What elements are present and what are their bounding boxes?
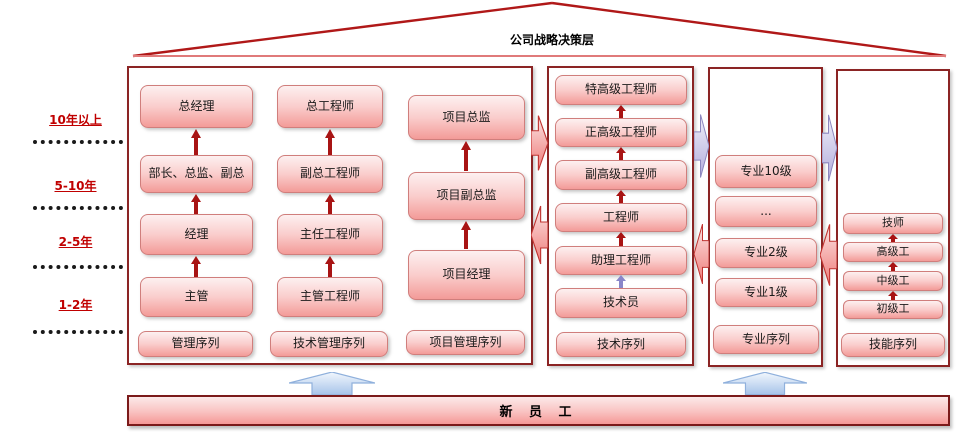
position-node: 副总工程师: [277, 155, 383, 193]
position-node: 正高级工程师: [555, 118, 687, 147]
position-node: 项目经理: [408, 250, 525, 300]
track-crossover-left-arrow-icon: [531, 205, 548, 265]
position-node: 主管工程师: [277, 277, 383, 317]
roof-title: 公司战略决策层: [509, 33, 594, 47]
position-node: 特高级工程师: [555, 75, 687, 105]
axis-label-10plus: 10年以上: [49, 113, 102, 127]
track-label: 技术序列: [556, 332, 686, 357]
position-node: 技术员: [555, 288, 687, 318]
roof-outline: [132, 1, 947, 58]
track-crossover-right-arrow-icon: [822, 114, 837, 182]
position-node: 专业10级: [715, 155, 817, 188]
axis-divider: [33, 206, 123, 210]
track-crossover-left-arrow-icon: [694, 224, 709, 284]
position-node: 技师: [843, 213, 943, 234]
axis-label-1-2: 1-2年: [58, 298, 93, 312]
position-node: 副高级工程师: [555, 160, 687, 190]
position-node: 中级工: [843, 271, 943, 291]
track-label: 管理序列: [138, 331, 253, 357]
position-node: 主任工程师: [277, 214, 383, 255]
position-node: 总工程师: [277, 85, 383, 128]
position-node: 项目总监: [408, 95, 525, 140]
position-node: 工程师: [555, 203, 687, 232]
position-node: 高级工: [843, 242, 943, 262]
axis-label-2-5: 2-5年: [58, 235, 93, 249]
position-node: 专业2级: [715, 238, 817, 268]
position-node: 专业1级: [715, 278, 817, 307]
track-label: 项目管理序列: [406, 330, 525, 355]
axis-divider: [33, 140, 123, 144]
track-label: 技能序列: [841, 333, 945, 357]
track-label: 技术管理序列: [270, 331, 388, 357]
axis-divider: [33, 330, 123, 334]
track-label: 专业序列: [713, 325, 819, 354]
position-node: 初级工: [843, 300, 943, 319]
track-crossover-right-arrow-icon: [694, 114, 709, 178]
position-node: 项目副总监: [408, 172, 525, 220]
position-node: 经理: [140, 214, 253, 255]
new-employee-banner: 新 员 工: [127, 395, 950, 426]
new-employee-entry-arrow-icon: [289, 372, 375, 395]
position-node: 总经理: [140, 85, 253, 128]
track-crossover-right-arrow-icon: [531, 115, 548, 171]
axis-label-5-10: 5-10年: [54, 179, 97, 193]
position-node: 主管: [140, 277, 253, 317]
position-node: ...: [715, 196, 817, 227]
position-node: 部长、总监、副总: [140, 155, 253, 193]
position-node: 助理工程师: [555, 246, 687, 275]
axis-divider: [33, 265, 123, 269]
new-employee-entry-arrow-icon: [723, 372, 807, 395]
